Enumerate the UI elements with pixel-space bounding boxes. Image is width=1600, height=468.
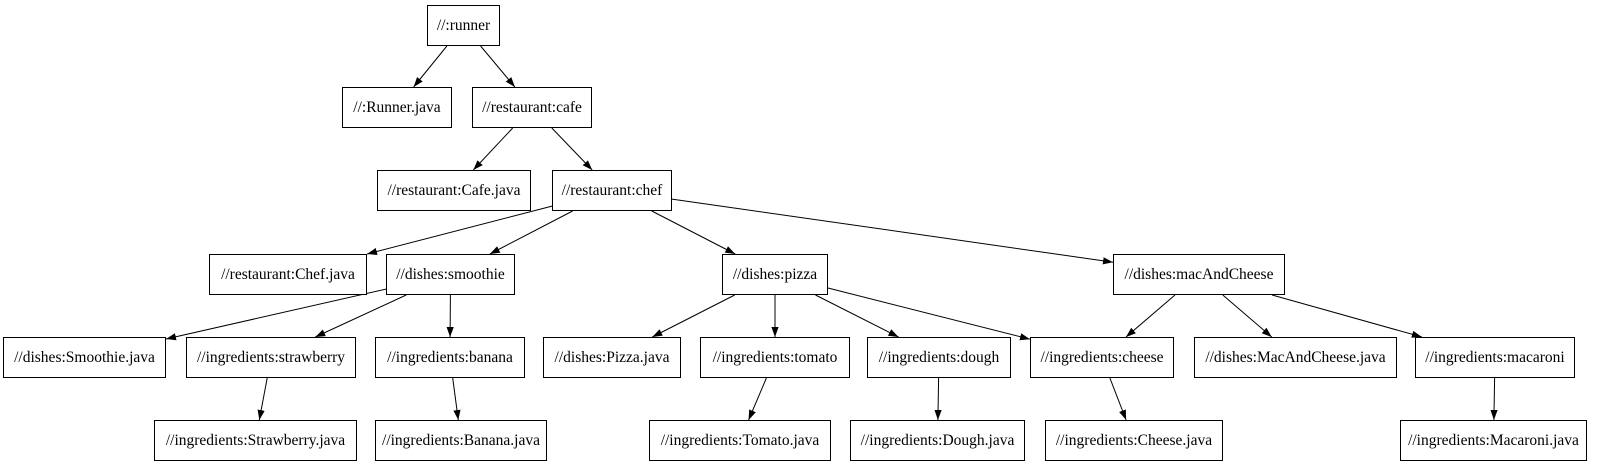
- graph-node-dough: //ingredients:dough: [867, 337, 1011, 378]
- edge-mac-and-cheese-to-cheese: [1125, 294, 1176, 338]
- edge-cafe-to-cafe-java: [472, 127, 514, 171]
- graph-node-cafe-java: //restaurant:Cafe.java: [377, 170, 531, 211]
- edge-chef-to-pizza: [651, 210, 736, 255]
- graph-node-chef-java: //restaurant:Chef.java: [209, 254, 367, 295]
- graph-node-chef: //restaurant:chef: [552, 170, 672, 211]
- edge-runner-to-runner-java: [413, 45, 448, 88]
- edges-group: [165, 45, 1498, 421]
- edge-chef-to-chef-java: [366, 205, 553, 255]
- graph-node-banana-java: //ingredients:Banana.java: [375, 420, 547, 461]
- graph-node-cafe: //restaurant:cafe: [472, 87, 592, 128]
- graph-node-banana: //ingredients:banana: [375, 337, 525, 378]
- edge-chef-to-smoothie: [489, 210, 573, 255]
- graph-node-cheese: //ingredients:cheese: [1030, 337, 1174, 378]
- graph-node-runner: //:runner: [427, 5, 500, 46]
- edge-tomato-to-tomato-java: [748, 377, 767, 421]
- edge-dough-to-dough-java: [934, 377, 942, 421]
- edge-cheese-to-cheese-java: [1109, 377, 1127, 421]
- graph-node-cheese-java: //ingredients:Cheese.java: [1045, 420, 1223, 461]
- edge-strawberry-to-strawberry-java: [257, 377, 268, 421]
- graph-node-macaroni-java: //ingredients:Macaroni.java: [1400, 420, 1587, 461]
- edge-pizza-to-cheese: [827, 287, 1031, 341]
- edge-chef-to-mac-and-cheese: [671, 198, 1114, 265]
- graph-node-strawberry: //ingredients:strawberry: [186, 337, 356, 378]
- edge-banana-to-banana-java: [452, 377, 461, 421]
- edge-smoothie-to-strawberry: [315, 294, 407, 338]
- graph-node-pizza-java: //dishes:Pizza.java: [543, 337, 681, 378]
- edge-pizza-to-dough: [815, 294, 899, 338]
- graph-node-pizza: //dishes:pizza: [722, 254, 828, 295]
- edge-cafe-to-chef: [551, 127, 593, 171]
- graph-node-strawberry-java: //ingredients:Strawberry.java: [154, 420, 357, 461]
- graph-node-mac-and-cheese-java: //dishes:MacAndCheese.java: [1194, 337, 1397, 378]
- edge-macaroni-to-macaroni-java: [1490, 377, 1498, 421]
- graph-node-smoothie: //dishes:smoothie: [386, 254, 515, 295]
- graph-node-smoothie-java: //dishes:Smoothie.java: [3, 337, 166, 378]
- edge-pizza-to-pizza-java: [652, 294, 735, 338]
- edge-runner-to-cafe: [480, 45, 516, 88]
- graph-node-tomato-java: //ingredients:Tomato.java: [649, 420, 831, 461]
- graph-node-mac-and-cheese: //dishes:macAndCheese: [1113, 254, 1285, 295]
- graph-node-tomato: //ingredients:tomato: [700, 337, 850, 378]
- edge-smoothie-to-smoothie-java: [165, 288, 387, 341]
- graph-node-dough-java: //ingredients:Dough.java: [850, 420, 1025, 461]
- edge-mac-and-cheese-to-mac-and-cheese-java: [1222, 294, 1273, 338]
- graph-node-runner-java: //:Runner.java: [342, 87, 452, 128]
- graph-node-macaroni: //ingredients:macaroni: [1415, 337, 1575, 378]
- edge-mac-and-cheese-to-macaroni: [1271, 294, 1423, 338]
